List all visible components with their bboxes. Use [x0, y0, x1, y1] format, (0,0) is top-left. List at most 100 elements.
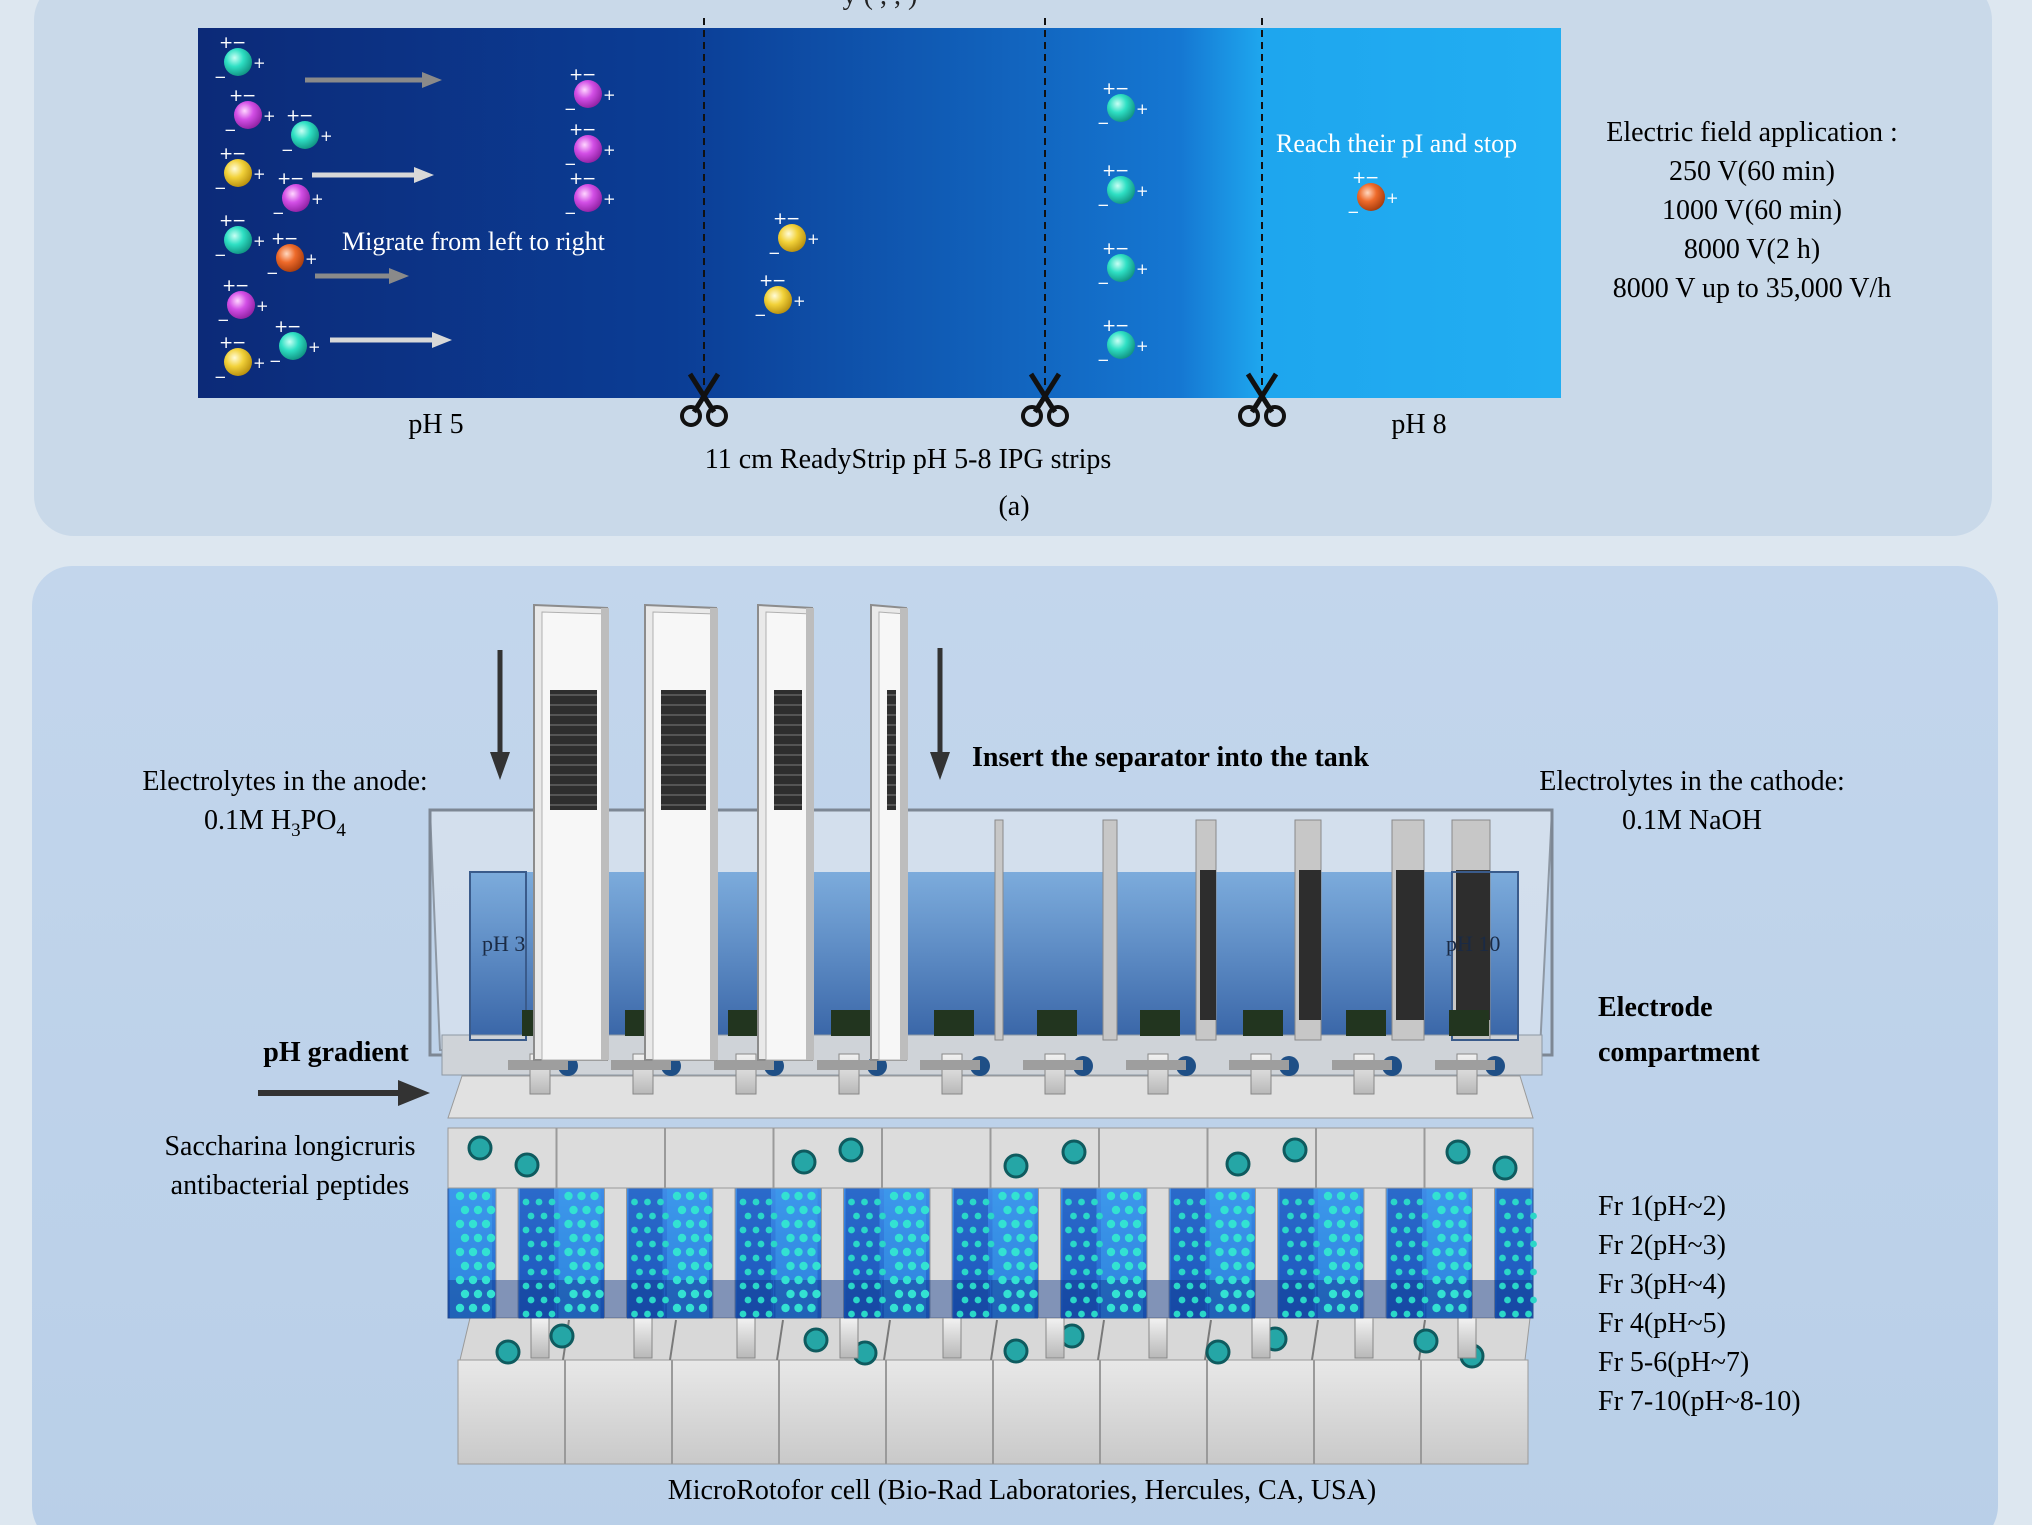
minus-charge: − [272, 204, 285, 222]
teal-particle: +−+− [214, 211, 266, 264]
plus-charge: + [603, 190, 616, 208]
plus-charge: + [1102, 316, 1116, 336]
peptide-bead [467, 1135, 493, 1161]
minus-charge: − [1097, 196, 1110, 214]
peptide-bead [1445, 1139, 1471, 1165]
minus-charge: − [266, 264, 279, 282]
inserted-separator [994, 819, 1004, 1041]
insert-arrow-right [930, 648, 950, 780]
minus-charge: − [768, 244, 781, 262]
inserted-separator [1195, 819, 1217, 1041]
minus-charge: − [1115, 161, 1129, 181]
ph-gradient-arrowhead [398, 1080, 430, 1106]
plus-charge: + [263, 107, 276, 125]
electric-field-title: Electric field application : [1606, 117, 1898, 148]
plus-charge: + [773, 209, 787, 229]
plus-charge: + [286, 106, 300, 126]
tank-ph-high: pH 10 [1446, 931, 1500, 956]
ph-gradient-label: pH gradient [263, 1037, 409, 1068]
fraction-list: Fr 1(pH~2) Fr 2(pH~3) Fr 3(pH~4) Fr 4(pH… [1598, 1191, 1801, 1417]
peptide-bead [1003, 1153, 1029, 1179]
plus-charge: + [222, 276, 236, 296]
minus-charge: − [1115, 316, 1129, 336]
migrate-label: Migrate from left to right [342, 227, 606, 256]
valve [1332, 1010, 1402, 1095]
minus-charge: − [1365, 168, 1379, 188]
inserted-separator [1451, 819, 1491, 1041]
minus-charge: − [582, 120, 596, 140]
electric-field-step: 1000 V(60 min) [1662, 195, 1842, 226]
magenta-particle: +−+− [217, 276, 269, 329]
minus-charge: − [1115, 79, 1129, 99]
plus-charge: + [1352, 168, 1366, 188]
minus-charge: − [582, 169, 596, 189]
inserted-separator [1102, 819, 1118, 1041]
plus-charge: + [1136, 182, 1149, 200]
inserted-separator [1294, 819, 1322, 1041]
minus-charge: − [564, 204, 577, 222]
plus-charge: + [1386, 189, 1399, 207]
yellow-particle: +−+− [214, 333, 266, 386]
plus-charge: + [274, 317, 288, 337]
peptide-bead [1492, 1155, 1518, 1181]
plus-charge: + [253, 54, 266, 72]
minus-charge: − [564, 100, 577, 118]
orange-particle: +−+− [1347, 168, 1399, 221]
plus-charge: + [219, 144, 233, 164]
minus-charge: − [217, 311, 230, 329]
minus-charge: − [1097, 274, 1110, 292]
migration-arrow [312, 167, 434, 183]
separator-plate [870, 603, 908, 1061]
separator-plates [533, 603, 908, 1061]
separator-plate [757, 603, 814, 1061]
minus-charge: − [232, 33, 246, 53]
fraction-item: Fr 4(pH~5) [1598, 1308, 1726, 1339]
cathode-value: 0.1M NaOH [1622, 805, 1762, 836]
minus-charge: − [1347, 203, 1360, 221]
plus-charge: + [253, 354, 266, 372]
minus-charge: − [564, 155, 577, 173]
sample-label-line: Saccharina longicruris [164, 1131, 415, 1162]
magenta-particle: +−+− [564, 65, 616, 118]
plus-charge: + [277, 169, 291, 189]
ph-gradient-block: pH gradient [258, 1037, 430, 1106]
charged-particles: +−+−+−+−+−+−+−+−+−+−+−+−+−+−+−+−+−+−+−+−… [214, 33, 1399, 386]
minus-charge: − [214, 68, 227, 86]
teal-particle: +−+− [269, 317, 321, 370]
minus-charge: − [281, 141, 294, 159]
cathode-label: Electrolytes in the cathode: [1539, 766, 1845, 797]
reach-label: Reach their pI and stop [1276, 129, 1517, 158]
peptide-bead [1061, 1139, 1087, 1165]
teal-particle: +−+− [1097, 79, 1149, 132]
plus-charge: + [219, 211, 233, 231]
plus-charge: + [219, 33, 233, 53]
yellow-particle: +−+− [768, 209, 820, 262]
minus-charge: − [290, 169, 304, 189]
cathode-label-block: Electrolytes in the cathode: 0.1M NaOH [1539, 766, 1845, 836]
insert-arrow-left [490, 650, 510, 780]
teal-particle: +−+− [1097, 161, 1149, 214]
valve [1229, 1010, 1299, 1095]
separator-plate [644, 603, 718, 1061]
separator-plate [533, 603, 609, 1061]
focusing-chambers [447, 1185, 1537, 1319]
teal-particle: +−+− [1097, 316, 1149, 369]
fraction-item: Fr 3(pH~4) [1598, 1269, 1726, 1300]
anode-label: Electrolytes in the anode: [142, 766, 427, 797]
plus-charge: + [219, 333, 233, 353]
minus-charge: − [1115, 239, 1129, 259]
valve [920, 1010, 990, 1095]
peptide-bead [514, 1152, 540, 1178]
valve [1435, 1010, 1505, 1095]
minus-charge: − [299, 106, 313, 126]
minus-charge: − [242, 86, 256, 106]
orange-particle: +−+− [266, 229, 318, 282]
scissors-group [680, 372, 1286, 427]
plus-charge: + [229, 86, 243, 106]
minus-charge: − [235, 276, 249, 296]
tank-ph-low: pH 3 [482, 931, 525, 956]
plus-charge: + [305, 250, 318, 268]
yellow-particle: +−+− [754, 271, 806, 324]
minus-charge: − [1097, 114, 1110, 132]
magenta-particle: +−+− [272, 169, 324, 222]
